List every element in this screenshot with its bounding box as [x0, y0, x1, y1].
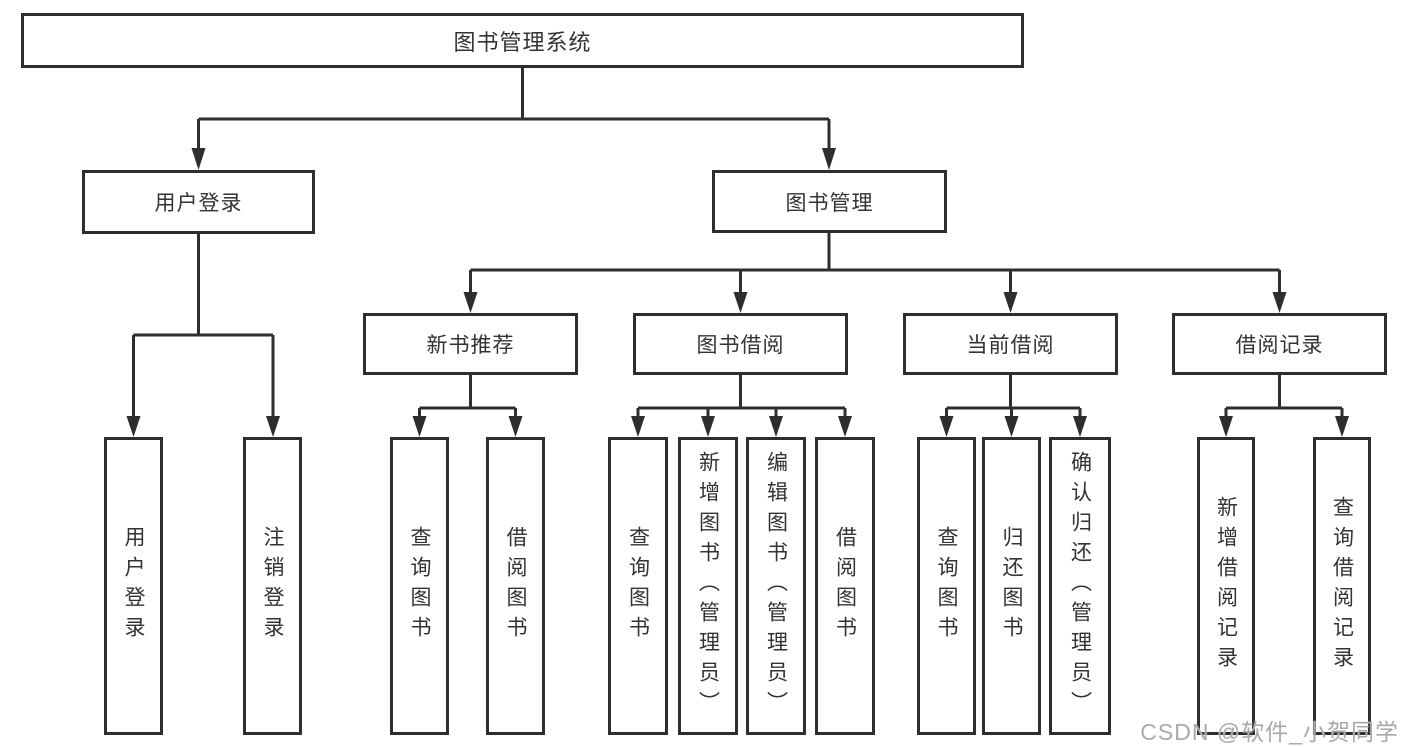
node-current-borrowing: 当前借阅 — [903, 313, 1118, 375]
node-leaf-query-borrow-record: 查询借阅记录 — [1313, 437, 1371, 735]
node-leaf-borrow-books-2: 借阅图书 — [815, 437, 875, 735]
node-book-borrowing: 图书借阅 — [633, 313, 848, 375]
node-leaf-query-books-1: 查询图书 — [390, 437, 449, 735]
node-leaf-return-books: 归还图书 — [982, 437, 1041, 735]
node-leaf-user-login: 用户登录 — [104, 437, 163, 735]
node-new-book-recommend: 新书推荐 — [363, 313, 578, 375]
node-leaf-add-books-admin: 新增图书（管理员） — [678, 437, 738, 735]
node-leaf-query-books-2: 查询图书 — [608, 437, 668, 735]
node-leaf-query-books-3: 查询图书 — [917, 437, 976, 735]
node-leaf-edit-books-admin: 编辑图书（管理员） — [746, 437, 806, 735]
node-leaf-add-borrow-record: 新增借阅记录 — [1197, 437, 1255, 735]
node-user-login-group: 用户登录 — [82, 170, 315, 234]
node-root-library-system: 图书管理系统 — [21, 13, 1024, 68]
node-borrow-records: 借阅记录 — [1172, 313, 1387, 375]
watermark: CSDN @软件_小贺同学 — [1140, 719, 1399, 745]
node-leaf-logout: 注销登录 — [243, 437, 302, 735]
node-leaf-borrow-books-1: 借阅图书 — [486, 437, 545, 735]
node-leaf-confirm-return-admin: 确认归还（管理员） — [1049, 437, 1111, 735]
node-book-management: 图书管理 — [712, 170, 947, 233]
